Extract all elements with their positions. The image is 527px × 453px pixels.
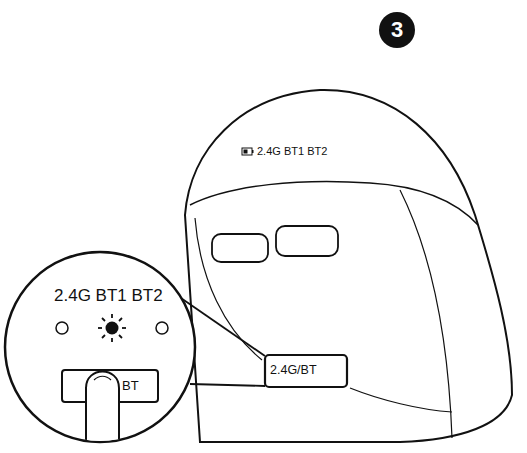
top-band-edge xyxy=(190,181,478,225)
finger xyxy=(86,372,119,453)
led-off xyxy=(156,322,168,334)
mouse-body xyxy=(185,90,512,442)
step-circle xyxy=(379,12,415,48)
zoomed-indicator-text: 2.4G BT1 BT2 xyxy=(54,287,163,306)
palm-edge xyxy=(400,190,452,438)
button-label: 2.4G/BT xyxy=(270,364,317,378)
leader-line xyxy=(190,384,265,386)
battery-tip xyxy=(252,150,254,153)
side-button xyxy=(276,226,338,256)
battery-icon xyxy=(242,148,252,155)
mode-indicator-text: 2.4G BT1 BT2 xyxy=(257,145,327,157)
callout-number: 3 xyxy=(379,12,415,48)
base-edge xyxy=(350,388,452,412)
led-rays xyxy=(98,314,126,342)
fingernail xyxy=(94,376,111,380)
zoomed-button-label: BT xyxy=(122,379,139,393)
battery-level xyxy=(244,150,248,154)
led-on xyxy=(106,322,119,335)
side-button xyxy=(212,234,268,262)
mode-button xyxy=(265,355,347,387)
led-off xyxy=(56,322,68,334)
